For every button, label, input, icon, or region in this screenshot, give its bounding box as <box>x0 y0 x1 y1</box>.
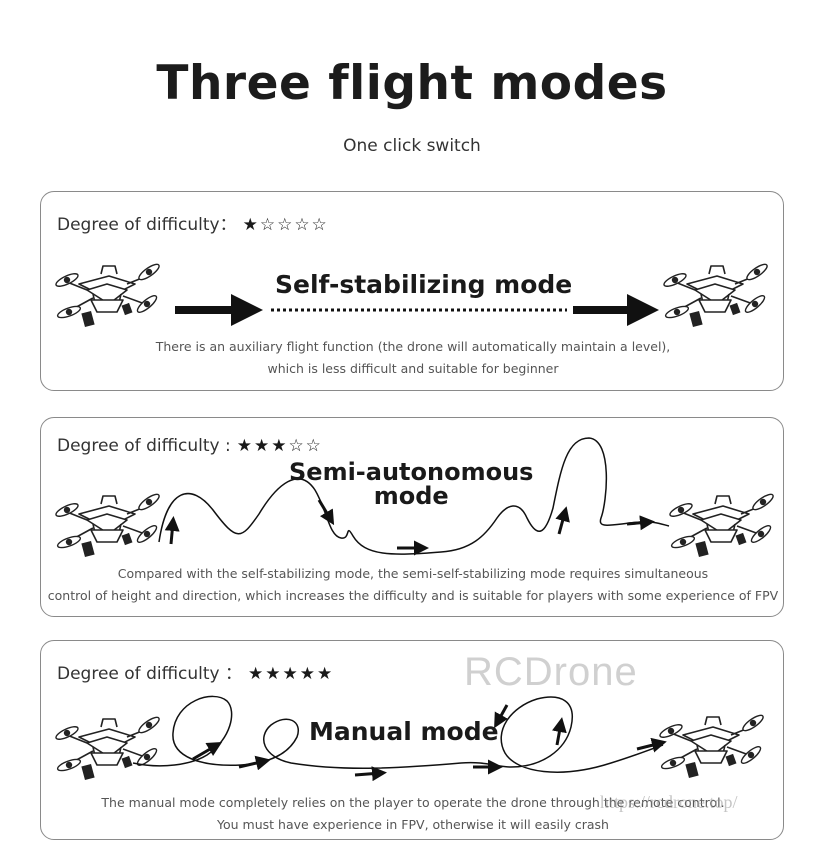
semi-autonomous-diagram <box>53 437 776 558</box>
arrow-down-icon <box>494 704 509 729</box>
arrow-down-icon <box>317 499 335 526</box>
mode-name: Manual mode <box>309 717 499 746</box>
difficulty-row: Degree of difficulty :★★★☆☆ <box>57 436 323 456</box>
arrow-icon <box>192 741 223 761</box>
page-title: Three flight modes <box>156 56 668 111</box>
star-icon: ★★★☆☆ <box>236 436 323 456</box>
desc-line-2: which is less difficult and suitable for… <box>267 361 559 376</box>
desc-line-1: Compared with the self-stabilizing mode,… <box>117 566 709 581</box>
watermark-url: https://rcdrone.top/ <box>600 792 738 812</box>
mode-card-manual: Degree of difficulty ：★★★★★ Manual mode … <box>40 640 784 840</box>
mode-description: There is an auxiliary flight function (t… <box>41 336 785 380</box>
mode-description: Compared with the self-stabilizing mode,… <box>41 563 785 607</box>
difficulty-label: Degree of difficulty ： <box>57 664 242 684</box>
arrow-right-icon <box>354 766 387 782</box>
mode-name: Semi-autonomous mode <box>289 460 533 508</box>
arrow-up-icon <box>552 717 567 746</box>
desc-line-2: control of height and direction, which i… <box>47 588 779 603</box>
difficulty-row: Degree of difficulty ： ★★★★★ <box>57 659 334 684</box>
drone-icon <box>53 491 162 558</box>
desc-line-2: You must have experience in FPV, otherwi… <box>217 817 609 832</box>
arrow-right-icon <box>175 294 263 326</box>
arrow-right-icon <box>573 294 659 326</box>
flight-path <box>158 437 670 555</box>
desc-line-1: There is an auxiliary flight function (t… <box>155 339 671 354</box>
mode-card-semi-autonomous: Degree of difficulty :★★★☆☆ Semi-autonom… <box>40 417 784 617</box>
difficulty-row: Degree of difficulty：★☆☆☆☆ <box>57 210 329 235</box>
watermark-brand: RCDrone <box>464 650 638 694</box>
desc-line-1: The manual mode completely relies on the… <box>101 795 725 810</box>
drone-icon <box>53 261 162 328</box>
drone-icon <box>667 491 776 558</box>
difficulty-label: Degree of difficulty : <box>57 436 231 456</box>
self-stabilizing-diagram <box>53 261 770 328</box>
mode-name: Self-stabilizing mode <box>275 270 573 299</box>
mode-name-line-2: mode <box>373 482 449 510</box>
mode-card-self-stabilizing: Degree of difficulty：★☆☆☆☆ Self-stabiliz… <box>40 191 784 391</box>
star-icon: ★☆☆☆☆ <box>242 215 329 235</box>
drone-icon <box>657 712 766 779</box>
arrow-right-icon <box>626 515 655 531</box>
mode-description: The manual mode completely relies on the… <box>41 792 785 836</box>
flight-path <box>132 695 664 773</box>
difficulty-label: Degree of difficulty： <box>57 215 237 235</box>
mode-name-line-1: Semi-autonomous <box>289 458 534 486</box>
arrow-up-icon <box>164 516 180 545</box>
arrow-up-icon <box>555 506 570 535</box>
arrow-right-icon <box>636 737 667 753</box>
page-subtitle: One click switch <box>343 136 481 156</box>
manual-diagram <box>53 695 766 782</box>
drone-icon <box>53 714 162 781</box>
star-icon: ★★★★★ <box>248 664 335 684</box>
arrow-right-icon <box>238 755 271 771</box>
drone-icon <box>661 261 770 328</box>
